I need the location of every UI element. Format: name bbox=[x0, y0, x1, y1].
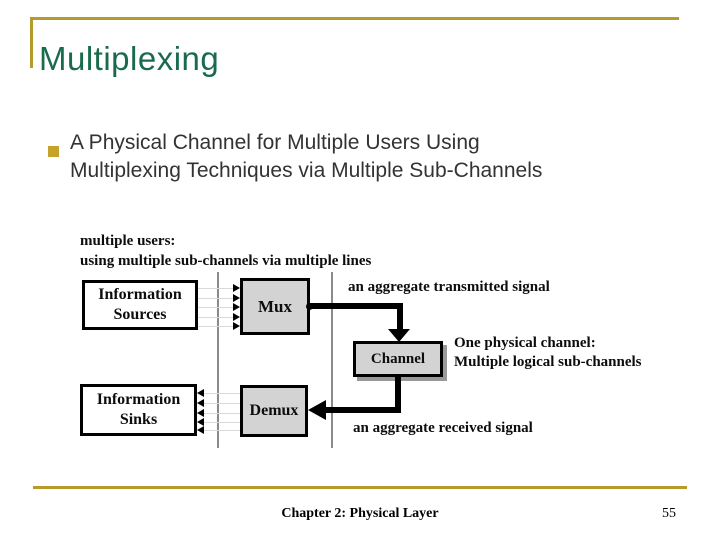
right-arrow-icon bbox=[233, 322, 240, 330]
diagram-caption-line1: multiple users: bbox=[80, 233, 176, 249]
diagram-caption-line2: using multiple sub-channels via multiple… bbox=[80, 253, 372, 269]
left-arrow-icon bbox=[197, 399, 204, 407]
information-sources-box: Information Sources bbox=[82, 280, 198, 330]
source-line bbox=[198, 288, 234, 289]
top-accent-rule bbox=[30, 17, 679, 20]
junction-dot bbox=[306, 303, 313, 310]
source-line bbox=[198, 317, 234, 318]
physical-channel-label-line2: Multiple logical sub-channels bbox=[454, 354, 642, 370]
source-line bbox=[198, 326, 234, 327]
right-arrow-icon bbox=[233, 284, 240, 292]
left-arrow-icon bbox=[197, 418, 204, 426]
information-sinks-box: Information Sinks bbox=[80, 384, 197, 436]
sink-line bbox=[204, 413, 240, 414]
right-arrow-icon bbox=[233, 313, 240, 321]
sink-line bbox=[204, 430, 240, 431]
lane-divider-left bbox=[217, 272, 219, 448]
sink-line bbox=[204, 422, 240, 423]
physical-channel-label-line1: One physical channel: bbox=[454, 335, 596, 351]
rx-signal-line-vertical bbox=[395, 377, 401, 412]
left-accent-rule bbox=[30, 17, 33, 68]
received-signal-label: an aggregate received signal bbox=[353, 420, 533, 436]
footer-page-number: 55 bbox=[662, 506, 676, 521]
transmitted-signal-label: an aggregate transmitted signal bbox=[348, 279, 550, 295]
tx-signal-line-horizontal bbox=[310, 303, 403, 309]
source-line bbox=[198, 298, 234, 299]
bullet-marker-icon bbox=[48, 146, 59, 157]
bullet-text: A Physical Channel for Multiple Users Us… bbox=[70, 131, 543, 182]
footer-chapter: Chapter 2: Physical Layer bbox=[281, 506, 439, 521]
source-line bbox=[198, 307, 234, 308]
rx-signal-line-horizontal bbox=[326, 407, 401, 413]
left-arrow-icon bbox=[197, 389, 204, 397]
down-arrow-icon bbox=[388, 329, 410, 342]
tx-signal-line-vertical bbox=[397, 303, 403, 331]
left-arrowhead-icon bbox=[308, 400, 326, 420]
right-arrow-icon bbox=[233, 294, 240, 302]
demux-box: Demux bbox=[240, 385, 308, 437]
left-arrow-icon bbox=[197, 426, 204, 434]
left-arrow-icon bbox=[197, 409, 204, 417]
channel-box: Channel bbox=[353, 341, 443, 377]
lane-divider-right bbox=[331, 272, 333, 448]
footer-accent-rule bbox=[33, 486, 687, 489]
sink-line bbox=[204, 403, 240, 404]
sink-line bbox=[204, 393, 240, 394]
right-arrow-icon bbox=[233, 303, 240, 311]
mux-box: Mux bbox=[240, 278, 310, 335]
slide-title: Multiplexing bbox=[39, 40, 220, 77]
